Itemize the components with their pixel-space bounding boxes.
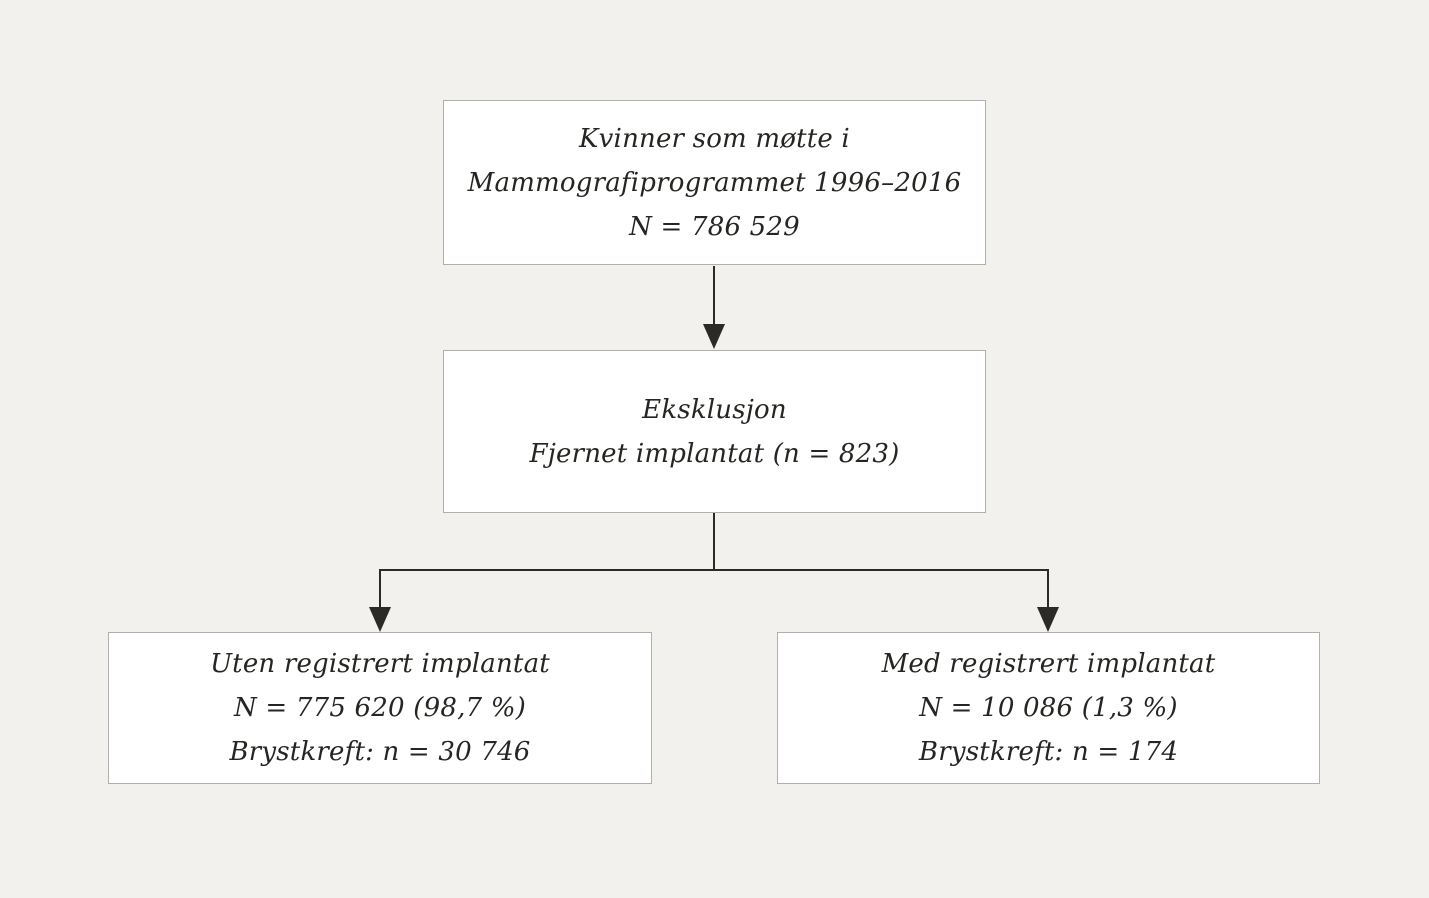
population-line-3: N = 786 529 xyxy=(629,211,800,242)
exclusion-line-1: Eksklusjon xyxy=(642,394,787,425)
with-implant-line-1: Med registrert implantat xyxy=(881,649,1216,679)
population-line-1: Kvinner som møtte i xyxy=(579,123,850,154)
exclusion-line-2: Fjernet implantat (n = 823) xyxy=(529,438,900,469)
arrow-down-icon xyxy=(703,324,725,349)
arrow-down-icon xyxy=(369,607,391,632)
flow-box-without-implant: Uten registrert implantat N = 775 620 (9… xyxy=(108,632,652,784)
connector-population-to-exclusion xyxy=(713,266,715,326)
connector-exclusion-stem xyxy=(713,513,715,571)
population-line-2: Mammografiprogrammet 1996–2016 xyxy=(467,167,962,198)
connector-branch-right xyxy=(1047,569,1049,608)
connector-branch-horizontal xyxy=(379,569,1049,571)
connector-branch-left xyxy=(379,569,381,608)
flow-box-population: Kvinner som møtte i Mammografiprogrammet… xyxy=(443,100,986,265)
with-implant-line-3: Brystkreft: n = 174 xyxy=(918,737,1179,767)
without-implant-line-2: N = 775 620 (98,7 %) xyxy=(234,693,526,723)
without-implant-line-1: Uten registrert implantat xyxy=(210,649,550,679)
with-implant-line-2: N = 10 086 (1,3 %) xyxy=(919,693,1178,723)
arrow-down-icon xyxy=(1037,607,1059,632)
flow-box-with-implant: Med registrert implantat N = 10 086 (1,3… xyxy=(777,632,1320,784)
flow-box-exclusion: Eksklusjon Fjernet implantat (n = 823) xyxy=(443,350,986,513)
without-implant-line-3: Brystkreft: n = 30 746 xyxy=(229,737,531,767)
